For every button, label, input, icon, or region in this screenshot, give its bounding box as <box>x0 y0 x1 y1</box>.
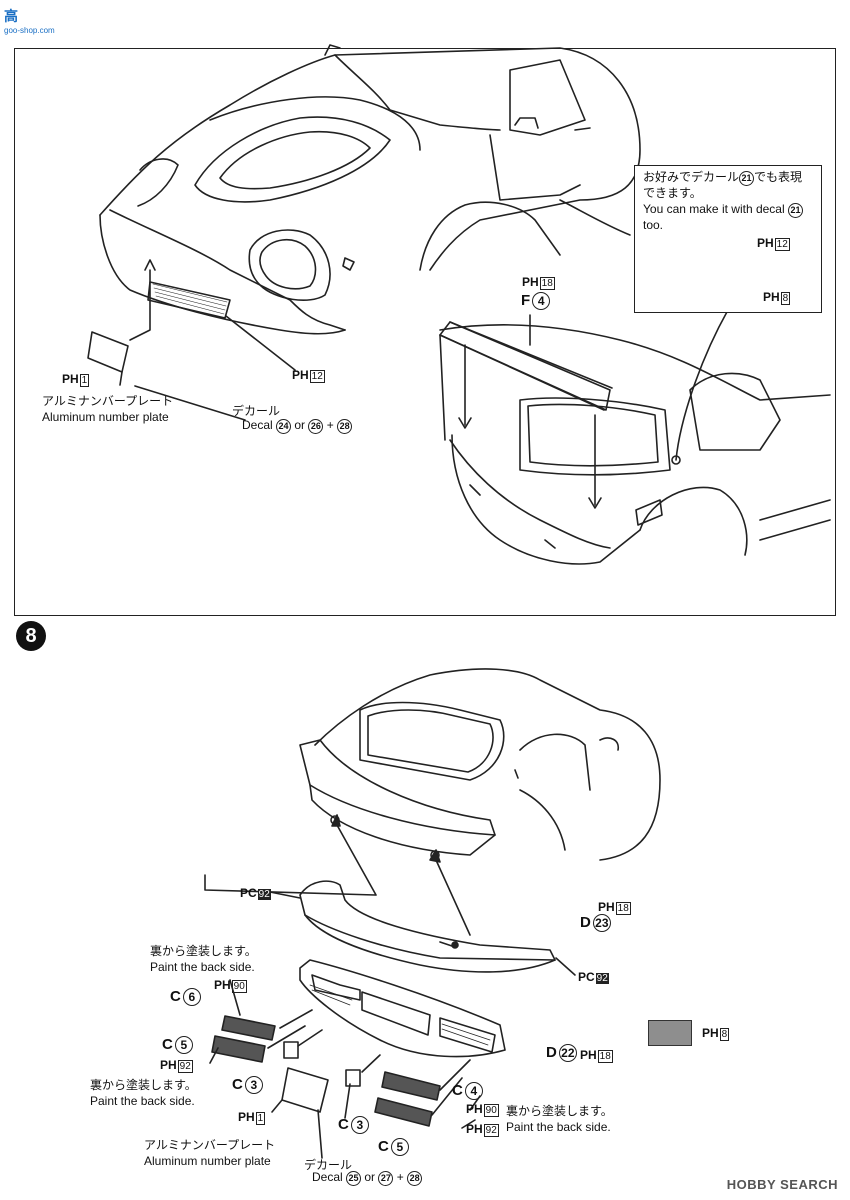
decal-label-en: Decal 24 or 26 + 28 <box>242 418 353 434</box>
step-7-panel <box>14 48 836 616</box>
callout-en-1: You can make it with decal 21 <box>643 202 803 218</box>
plate-label-en-2: Aluminum number plate <box>144 1154 271 1168</box>
callout-jp-2: できます。 <box>643 186 702 200</box>
plate-label-en: Aluminum number plate <box>42 410 169 424</box>
lens-c5-a <box>211 1035 266 1063</box>
paint-back-en-3: Paint the back side. <box>506 1120 611 1134</box>
callout-en-2: too. <box>643 218 664 232</box>
reflector-c3-b <box>345 1069 361 1087</box>
decal-label-jp: デカール <box>232 404 281 418</box>
step-number: 8 <box>16 621 46 651</box>
paint-back-en-1: Paint the back side. <box>150 960 255 974</box>
color-swatch <box>648 1020 692 1046</box>
paint-back-jp-2: 裏から塗装します。 <box>90 1078 197 1092</box>
reflector-c3-a <box>283 1041 299 1059</box>
decal-label-en-2: Decal 25 or 27 + 28 <box>312 1170 423 1186</box>
site-logo: 高 goo-shop.com <box>4 8 55 35</box>
watermark-logo: HOBBY SEARCH <box>726 1177 838 1192</box>
rear-bumper-bar <box>299 880 556 973</box>
plate-label-jp: アルミナンバープレート <box>42 394 174 408</box>
plate-label-jp-2: アルミナンバープレート <box>144 1138 276 1152</box>
lens-c6 <box>221 1015 276 1041</box>
paint-back-jp-1: 裏から塗装します。 <box>150 944 257 958</box>
rear-car-body <box>439 323 831 401</box>
rear-car-body-2 <box>314 668 661 861</box>
lens-c5-b <box>374 1097 433 1127</box>
number-plate-2 <box>281 1067 329 1113</box>
decal-label-jp-2: デカール <box>304 1158 353 1172</box>
front-car-body <box>99 47 641 271</box>
lens-c4 <box>381 1071 441 1101</box>
paint-back-jp-3: 裏から塗装します。 <box>506 1104 613 1118</box>
tail-light-panel <box>299 959 506 1058</box>
paint-back-en-2: Paint the back side. <box>90 1094 195 1108</box>
number-plate-1 <box>87 331 129 373</box>
